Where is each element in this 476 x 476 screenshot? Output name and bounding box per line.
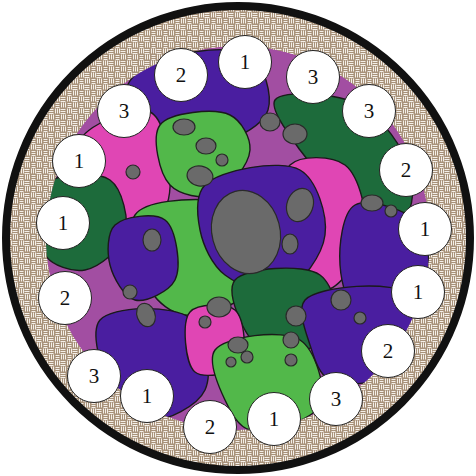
pebble — [385, 205, 397, 217]
pebble — [143, 229, 161, 251]
pebble — [283, 124, 307, 144]
numbered-circle: 3 — [342, 84, 396, 138]
numbered-circle: 3 — [97, 84, 151, 138]
callout-number: 2 — [205, 417, 216, 438]
pebble — [196, 138, 216, 154]
callout-number: 3 — [119, 101, 130, 122]
callout-number: 1 — [58, 213, 69, 234]
pebble — [283, 332, 299, 348]
callout-number: 1 — [240, 52, 251, 73]
pebble — [133, 301, 158, 330]
numbered-circle: 1 — [398, 202, 452, 256]
pebble — [241, 351, 253, 363]
numbered-circle: 2 — [38, 271, 92, 325]
callout-number: 2 — [60, 288, 71, 309]
callout-number: 3 — [364, 101, 375, 122]
numbered-circle: 1 — [36, 196, 90, 250]
pebble — [282, 185, 318, 226]
pebble — [286, 306, 306, 326]
numbered-circle: 1 — [52, 134, 106, 188]
core-patch — [108, 216, 178, 301]
numbered-circle: 2 — [154, 48, 208, 102]
callout-number: 3 — [308, 67, 319, 88]
numbered-circle: 3 — [286, 50, 340, 104]
callout-number: 2 — [401, 160, 412, 181]
pebble — [185, 164, 214, 188]
pebble — [331, 290, 351, 310]
pebble — [173, 119, 195, 135]
callout-number: 3 — [331, 389, 342, 410]
core-patches — [37, 50, 429, 431]
callout-number: 1 — [413, 282, 424, 303]
callout-number: 1 — [142, 386, 153, 407]
pebble — [199, 316, 211, 328]
pebble — [202, 183, 289, 282]
outer-sheath — [6, 6, 470, 470]
pebbles — [123, 113, 397, 367]
callout-number: 2 — [383, 341, 394, 362]
pebble — [216, 154, 228, 166]
pebble — [228, 337, 248, 353]
numbered-circle: 1 — [218, 35, 272, 89]
callout-number: 1 — [74, 151, 85, 172]
core — [37, 46, 430, 431]
numbered-circle: 2 — [379, 143, 433, 197]
pebble — [260, 113, 280, 131]
pebble — [126, 165, 140, 179]
pebble — [282, 234, 298, 254]
pebble — [123, 285, 137, 299]
numbered-circle: 2 — [361, 324, 415, 378]
callout-number: 3 — [89, 366, 100, 387]
numbered-circle: 3 — [67, 349, 121, 403]
callout-number: 1 — [269, 409, 280, 430]
numbered-circle: 2 — [183, 400, 237, 454]
numbered-circle: 1 — [120, 369, 174, 423]
pebble — [226, 357, 236, 367]
pebble — [285, 354, 297, 366]
numbered-circle: 1 — [247, 392, 301, 446]
callout-number: 1 — [420, 219, 431, 240]
pebble — [354, 312, 366, 324]
numbered-circle: 1 — [391, 265, 445, 319]
callout-number: 2 — [176, 65, 187, 86]
numbered-circle: 3 — [309, 372, 363, 426]
pebble — [207, 297, 231, 317]
pebble — [361, 195, 383, 211]
